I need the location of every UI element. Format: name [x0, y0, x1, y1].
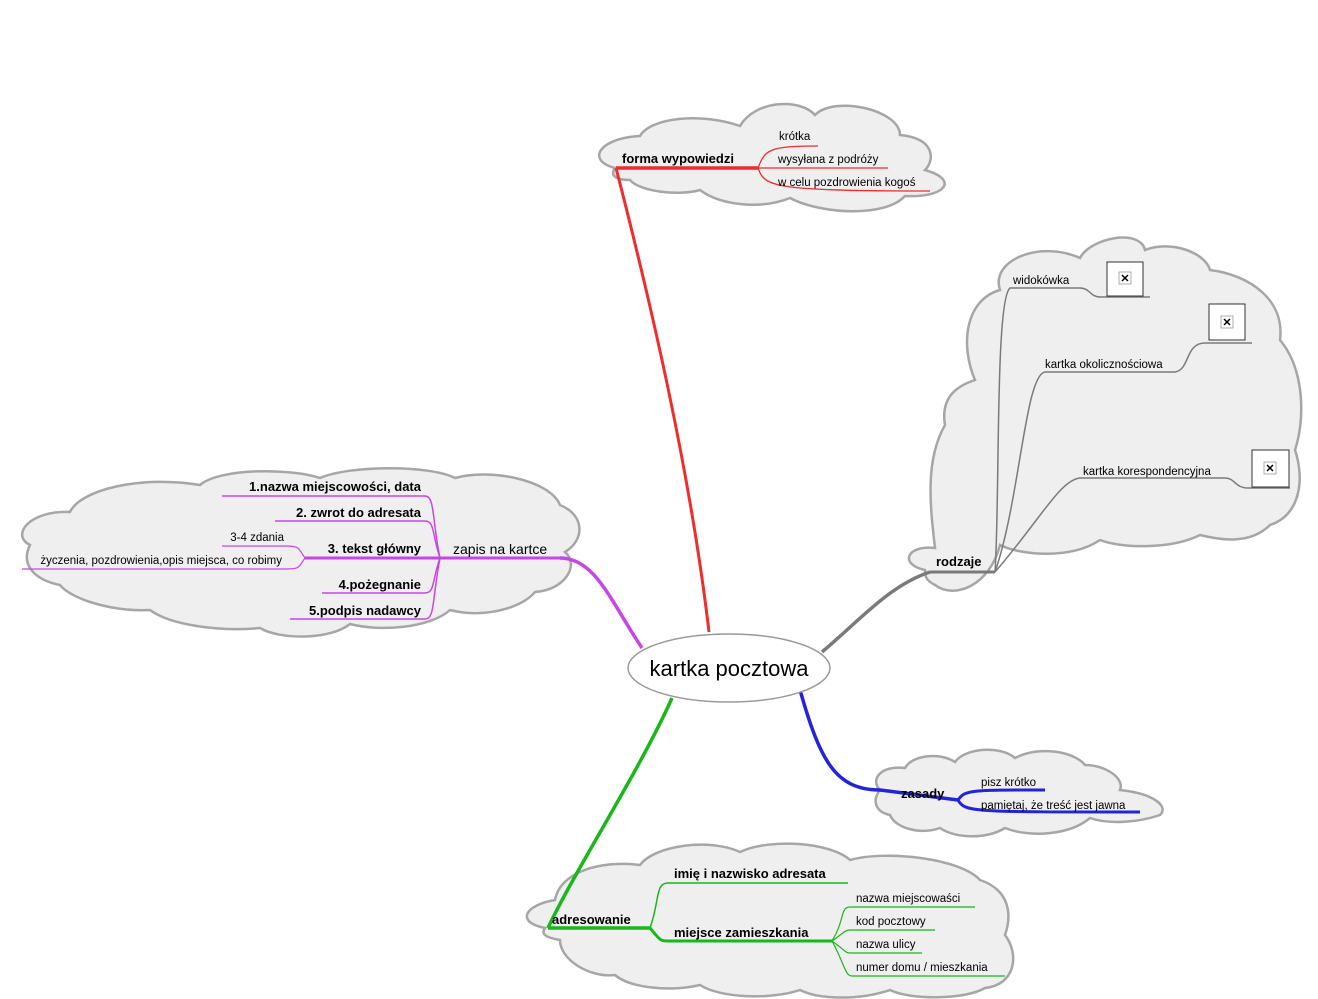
svg-text:✕: ✕	[1222, 317, 1231, 329]
branch-z4	[322, 557, 441, 594]
branch-ul	[831, 940, 922, 954]
branch-pam	[956, 799, 1141, 814]
broken-image-icon: ✕	[1106, 261, 1144, 297]
branch-kor	[994, 477, 1290, 573]
broken-image-icon: ✕	[1208, 303, 1246, 341]
zasady-item-1[interactable]: pisz krótko	[981, 777, 1036, 789]
cloud-adresowanie	[525, 842, 1015, 999]
svg-text:✕: ✕	[1265, 463, 1274, 475]
svg-text:✕: ✕	[1120, 273, 1129, 285]
branch-nm	[831, 906, 975, 942]
center-label: kartka pocztowa	[650, 656, 810, 681]
branch-wid	[994, 287, 1150, 573]
tekst-item-2[interactable]: życzenia, pozdrowienia,opis miejsca, co …	[40, 555, 282, 567]
zasady-item-2[interactable]: pamiętaj, że treść jest jawna	[981, 800, 1126, 812]
connector-rodzaje	[820, 570, 931, 654]
miejsce-item-2[interactable]: kod pocztowy	[856, 916, 926, 928]
adresowanie-item-2[interactable]: miejsce zamieszkania	[674, 925, 809, 940]
branch-kod	[831, 929, 935, 942]
tekst-item-1[interactable]: 3-4 zdania	[230, 532, 284, 544]
center-node[interactable]	[627, 633, 831, 703]
broken-image-icon: ✕	[1251, 449, 1290, 488]
miejsce-item-4[interactable]: numer domu / mieszkania	[856, 962, 988, 974]
rodzaje-item-3[interactable]: kartka korespondencyjna	[1083, 466, 1211, 478]
connector-adresowanie	[546, 697, 674, 929]
adresowanie-item-1[interactable]: imię i nazwisko adresata	[674, 866, 827, 881]
zapis-item-5[interactable]: 5.podpis nadawcy	[309, 603, 422, 618]
forma-label[interactable]: forma wypowiedzi	[622, 151, 734, 166]
rodzaje-item-1[interactable]: widokówka	[1012, 275, 1070, 287]
zapis-item-2[interactable]: 2. zwrot do adresata	[296, 505, 422, 520]
branch-z5	[290, 557, 441, 620]
branch-dom	[831, 940, 1005, 977]
branch-imie	[649, 882, 848, 929]
zapis-item-3[interactable]: 3. tekst główny	[328, 541, 422, 556]
branch-t1	[222, 545, 306, 559]
branch-miejsce	[648, 927, 832, 943]
rodzaje-label[interactable]: rodzaje	[936, 554, 982, 569]
forma-item-2[interactable]: wysyłana z podróży	[777, 154, 879, 166]
rodzaje-item-2[interactable]: kartka okolicznościowa	[1045, 359, 1163, 371]
branch-kr	[757, 145, 819, 169]
connector-zapis	[559, 556, 644, 649]
connector-forma	[614, 167, 711, 633]
zapis-item-1[interactable]: 1.nazwa miejscowości, data	[249, 479, 422, 494]
cloud-forma-wypowiedzi	[598, 102, 946, 213]
miejsce-item-3[interactable]: nazwa ulicy	[856, 939, 916, 951]
zapis-label[interactable]: zapis na kartce	[453, 541, 547, 557]
forma-item-3[interactable]: w celu pozdrowienia kogoś	[777, 177, 916, 189]
cloud-zasady	[874, 748, 1164, 838]
miejsce-item-1[interactable]: nazwa miejscowaści	[856, 893, 960, 905]
branch-okol	[994, 342, 1252, 573]
zapis-item-4[interactable]: 4.pożegnanie	[339, 577, 421, 592]
forma-item-1[interactable]: krótka	[779, 131, 811, 143]
branch-pisz	[956, 788, 1046, 801]
cloud-rodzaje	[907, 236, 1303, 592]
branch-t2	[22, 557, 306, 570]
branch-cel	[757, 167, 931, 192]
branch-z1	[222, 495, 441, 559]
branch-z2	[275, 520, 441, 559]
adresowanie-label[interactable]: adresowanie	[552, 912, 631, 927]
zasady-label[interactable]: zasady	[901, 786, 945, 801]
connector-zasady	[798, 689, 959, 802]
